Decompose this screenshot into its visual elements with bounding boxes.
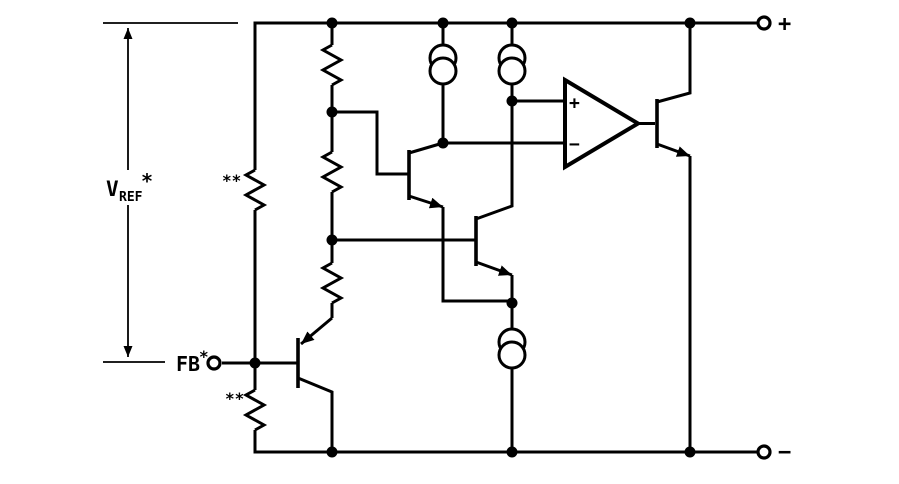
fb-terminal-star: *: [199, 347, 209, 366]
resistor-r2-stars: **: [225, 389, 244, 408]
junction-dot: [506, 297, 518, 309]
junction-dot: [437, 17, 449, 29]
cs1-circle-bottom: [428, 56, 458, 86]
junction-dot: [249, 357, 261, 369]
minus-terminal: −: [756, 440, 791, 465]
minus-terminal-label: −: [778, 440, 791, 465]
resistor-r5: [319, 261, 345, 305]
vref-dimension-annotation: V REF *: [103, 22, 238, 363]
fb-terminal: FB *: [176, 347, 222, 376]
junction-dot: [684, 17, 696, 29]
q1-collector: [408, 141, 444, 155]
transistor-q1: [332, 110, 512, 303]
vref-label: V: [106, 177, 119, 201]
junction-dot: [326, 234, 338, 246]
transistor-q2: [332, 101, 514, 303]
resistor-r2: [242, 388, 268, 432]
fb-terminal-circle: [206, 355, 222, 371]
q1-base-feed-wire: [332, 110, 408, 176]
opamp-minus-sign: −: [569, 134, 580, 155]
transistor-q3: [222, 316, 334, 452]
junction-dot: [506, 95, 518, 107]
resistor-r1: [242, 168, 268, 212]
current-source-3: [497, 303, 527, 452]
opamp: + −: [443, 76, 655, 171]
cs2-circle-bottom: [497, 56, 527, 86]
mid-resistor-chain: [319, 23, 345, 318]
junction-dot: [506, 17, 518, 29]
transistor-q4: [655, 23, 692, 452]
vref-label-star: *: [141, 169, 153, 193]
plus-terminal: +: [756, 12, 791, 37]
junction-dot: [326, 17, 338, 29]
junction-dot: [506, 446, 518, 458]
fb-terminal-label: FB: [176, 352, 200, 376]
q2-collector: [475, 101, 514, 221]
bottom-rail: [253, 430, 757, 454]
junction-dot: [684, 446, 696, 458]
left-resistor-chain: ** **: [222, 21, 757, 454]
junction-dot: [437, 137, 449, 149]
top-rail: [253, 21, 757, 170]
q4-collector: [656, 23, 692, 104]
plus-terminal-circle: [756, 15, 772, 31]
resistor-r1-stars: **: [222, 171, 241, 190]
opamp-triangle: [563, 76, 642, 171]
q2-emitter: [475, 260, 513, 277]
resistor-r3: [319, 43, 345, 87]
q1-emitter-wire: [441, 207, 512, 303]
junction-dot: [326, 446, 338, 458]
junction-dots: [249, 17, 696, 458]
opamp-plus-sign: +: [569, 93, 580, 114]
q3-collector: [297, 376, 334, 452]
vref-label-subscript: REF: [119, 190, 143, 205]
current-source-2: [497, 23, 527, 101]
q1-emitter: [408, 194, 444, 209]
current-source-1: [428, 23, 458, 143]
q3-emitter: [300, 316, 333, 346]
cs3-circle-bottom: [497, 340, 527, 370]
plus-terminal-label: +: [778, 12, 791, 37]
q4-emitter: [656, 142, 691, 158]
minus-terminal-circle: [756, 444, 772, 460]
junction-dot: [326, 106, 338, 118]
resistor-r4: [319, 150, 345, 194]
